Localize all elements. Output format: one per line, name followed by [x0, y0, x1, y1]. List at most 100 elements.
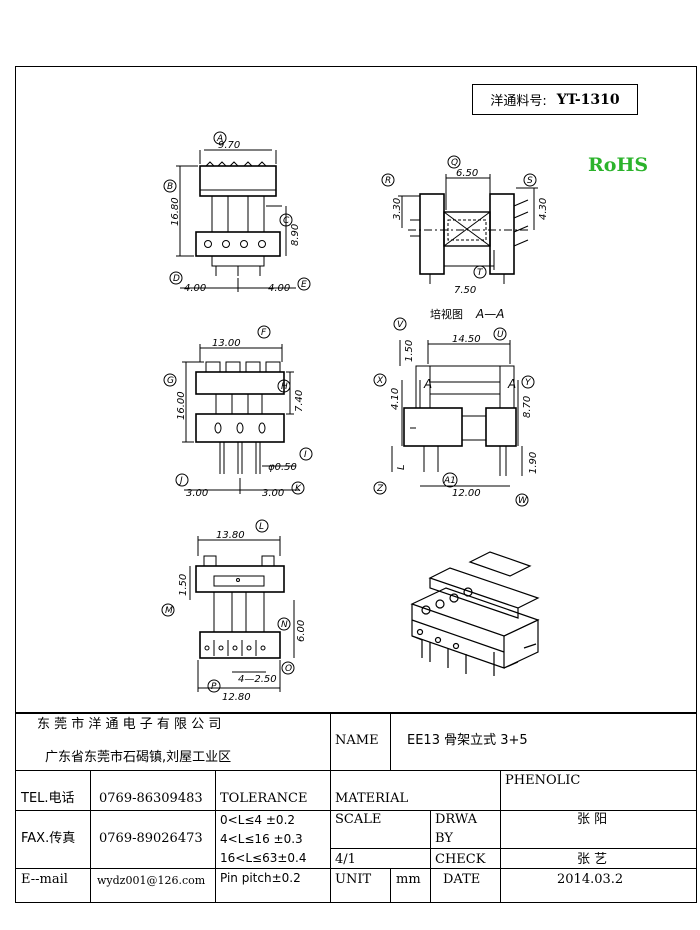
top-dim-2: 16.80 [170, 197, 181, 226]
letter-y: Y [525, 378, 532, 388]
letter-q: Q [451, 158, 458, 168]
company-name: 东 莞 市 洋 通 电 子 有 限 公 司 [37, 717, 222, 732]
fax-label: FAX.传真 [21, 831, 76, 846]
tb-line [330, 712, 331, 903]
letter-n: N [281, 620, 288, 630]
letter-p: P [211, 682, 217, 692]
tolerance-3: 16<L≤63±0.4 [220, 851, 307, 865]
bottom-dim-1: 13.80 [216, 530, 245, 541]
front-view-labels: 13.00 16.00 7.40 φ0.50 3.00 3.00 [176, 338, 305, 499]
front-dim-3: 7.40 [294, 390, 305, 412]
letter-a1: A1 [443, 476, 456, 486]
check-label: CHECK [435, 852, 486, 867]
tb-line [330, 848, 697, 849]
letter-j: J [178, 476, 183, 486]
section-dim-3: 4.30 [538, 198, 549, 220]
section-view [398, 174, 538, 284]
fax-value: 0769-89026473 [99, 831, 203, 846]
side-dim-7: L [396, 464, 407, 470]
tb-line [15, 810, 697, 811]
tb-line [430, 810, 431, 903]
letter-f: F [261, 328, 267, 338]
letter-w: W [518, 496, 528, 506]
bottom-dim-4: 4—2.50 [238, 674, 277, 685]
bottom-dim-3: 6.00 [296, 620, 307, 642]
letter-s: S [527, 176, 533, 186]
side-dim-1: 1.50 [404, 340, 415, 362]
section-dim-1: 6.50 [456, 168, 478, 179]
section-dim-4: 7.50 [454, 285, 476, 296]
side-dim-3: 4.10 [390, 388, 401, 410]
top-dim-1: 9.70 [218, 140, 240, 151]
by-label: BY [435, 831, 453, 846]
part-number-box: 洋通料号: YT-1310 [472, 84, 638, 115]
date-label: DATE [443, 872, 481, 887]
section-mark-2: A [507, 377, 516, 391]
email-value: wydz001@126.com [97, 874, 206, 887]
tb-line [90, 770, 91, 903]
front-view [182, 344, 300, 494]
top-dim-4: 4.00 [184, 283, 206, 294]
letter-k: K [295, 484, 302, 494]
tb-line [215, 770, 216, 903]
top-view-labels: 9.70 16.80 8.90 4.00 4.00 [170, 140, 301, 294]
tel-value: 0769-86309483 [99, 791, 203, 806]
side-dim-2: 14.50 [452, 334, 481, 345]
tb-line [15, 770, 697, 771]
isometric-view [410, 551, 540, 676]
unit-value: mm [396, 872, 421, 887]
section-caption-cn: 培视图 [430, 307, 463, 321]
tel-label: TEL.电话 [21, 791, 75, 806]
front-dim-1: 13.00 [212, 338, 241, 349]
checked-by: 张 艺 [577, 852, 608, 867]
side-dim-4: 8.70 [522, 396, 533, 418]
drawn-by: 张 阳 [577, 812, 608, 827]
letter-a: A [216, 134, 223, 144]
side-view [391, 340, 523, 487]
unit-label: UNIT [335, 872, 372, 887]
letter-h: H [281, 382, 288, 392]
tolerance-2: 4<L≤16 ±0.3 [220, 832, 303, 846]
scale-value: 4/1 [335, 852, 356, 867]
name-label: NAME [335, 733, 379, 748]
top-view [176, 149, 296, 292]
front-dim-2: 16.00 [176, 391, 187, 420]
letter-t: T [477, 268, 484, 278]
date-value: 2014.03.2 [557, 872, 624, 887]
tb-line [390, 868, 391, 903]
top-dim-3: 8.90 [290, 224, 301, 246]
rohs-mark: RoHS [588, 154, 649, 176]
part-number: YT-1310 [556, 91, 620, 108]
letter-x: X [376, 376, 384, 386]
name-value: EE13 骨架立式 3+5 [407, 733, 528, 748]
side-view-letters: V U X Y Z A1 W [373, 317, 535, 507]
bottom-dim-2: 1.50 [178, 574, 189, 596]
letter-g: G [167, 376, 174, 386]
tolerance-4: Pin pitch±0.2 [220, 871, 301, 885]
letter-d: D [173, 274, 180, 284]
part-number-label: 洋通料号: [490, 94, 547, 109]
top-view-letters: A B C D E [163, 131, 311, 291]
section-view-letters: Q R S T [381, 155, 537, 279]
tb-line [390, 712, 391, 770]
top-dim-5: 4.00 [268, 283, 290, 294]
letter-z: Z [376, 484, 384, 494]
material-label: MATERIAL [335, 791, 409, 806]
tolerance-label: TOLERANCE [220, 791, 308, 806]
material-value: PHENOLIC [505, 773, 581, 788]
drwa-label: DRWA [435, 812, 478, 827]
section-mark-1: A [423, 377, 432, 391]
tb-line [500, 770, 501, 903]
side-dim-5: 12.00 [452, 488, 481, 499]
tb-line [15, 712, 697, 714]
email-label: E--mail [21, 872, 68, 887]
letter-e: E [301, 280, 307, 290]
section-view-labels: 6.50 3.30 4.30 7.50 培视图 A—A [392, 168, 549, 321]
letter-l: L [259, 522, 264, 532]
side-view-labels: 1.50 14.50 4.10 8.70 12.00 1.90 L A A [390, 334, 539, 499]
front-dim-5: 3.00 [186, 488, 208, 499]
letter-i: I [304, 450, 307, 460]
letter-u: U [497, 330, 504, 340]
letter-r: R [385, 176, 391, 186]
letter-v: V [397, 320, 404, 330]
